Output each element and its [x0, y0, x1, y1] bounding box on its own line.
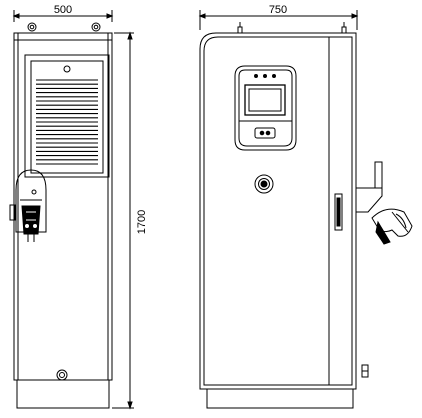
- display-panel: [234, 65, 297, 151]
- lifting-lug-icon: [237, 22, 243, 34]
- lifting-eye-bolt-icon: [27, 22, 37, 32]
- front-view: 500: [9, 4, 114, 409]
- ok-button-icon: [254, 127, 276, 139]
- cable-gland-icon: [361, 364, 369, 378]
- lifting-lug-icon: [341, 22, 347, 34]
- front-cabinet-base: [16, 379, 110, 409]
- charging-gun-icon: [356, 161, 413, 245]
- height-dimension: 1700: [112, 31, 148, 410]
- side-cabinet-base: [206, 388, 354, 409]
- width-dimension: 500: [12, 4, 114, 22]
- depth-dimension: 750: [198, 4, 359, 30]
- ventilation-grille: [24, 54, 110, 178]
- lifting-eye-bolt-icon: [91, 22, 101, 32]
- emergency-stop-icon: [254, 174, 274, 194]
- cable-gland-icon: [56, 369, 68, 381]
- charging-gun-icon: [9, 169, 47, 242]
- side-view: 750 1700: [112, 4, 413, 410]
- depth-dimension-label: 750: [269, 4, 287, 16]
- width-dimension-label: 500: [54, 4, 72, 16]
- display-screen: [244, 84, 286, 116]
- height-dimension-label: 1700: [136, 210, 148, 234]
- door-handle: [334, 193, 343, 231]
